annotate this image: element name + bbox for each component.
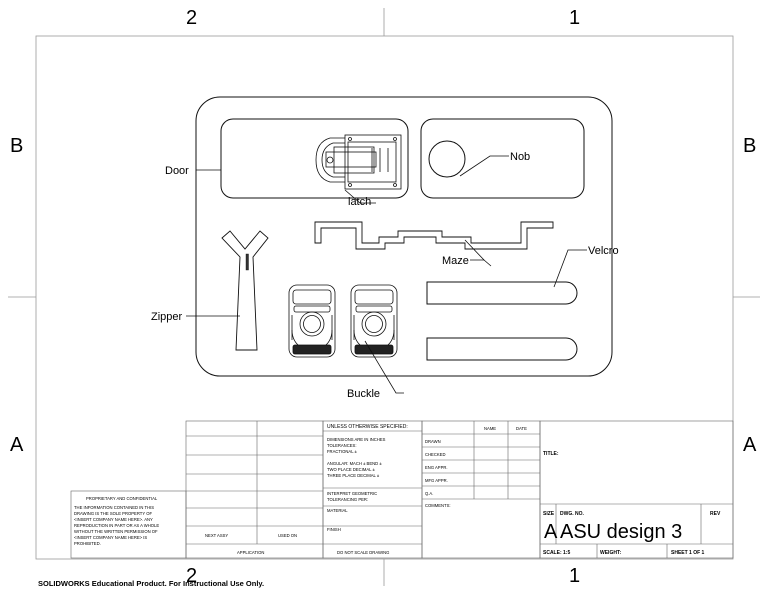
tb-qa: Q.A.	[425, 491, 433, 496]
tb-dims-4: ANGULAR: MACH ± BEND ±	[327, 461, 382, 466]
tb-dims-2: TOLERANCES:	[327, 443, 356, 448]
tb-checked: CHECKED	[425, 452, 445, 457]
tb-sheet: SHEET 1 OF 1	[671, 550, 705, 556]
tb-do-not-scale: DO NOT SCALE DRAWING	[337, 550, 389, 555]
tb-used-on: USED ON	[278, 533, 297, 538]
tb-proprietary-line-5: WITHOUT THE WRITTEN PERMISSION OF	[74, 529, 158, 534]
tb-drawn: DRAWN	[425, 439, 441, 444]
tb-finish: FINISH	[327, 527, 341, 532]
tb-eng-appr: ENG APPR.	[425, 465, 448, 470]
tb-interpret-1: INTERPRET GEOMETRIC	[327, 491, 377, 496]
callout-nob: Nob	[510, 151, 530, 163]
tb-dims-3: FRACTIONAL ±	[327, 449, 358, 454]
door-pocket	[220, 118, 409, 199]
nob-pocket	[420, 118, 585, 199]
tb-date-header: DATE	[516, 426, 527, 431]
title-block-grid	[70, 420, 734, 559]
tb-interpret-2: TOLERANCING PER:	[327, 497, 368, 502]
zipper-drawing	[221, 230, 269, 351]
callout-maze: Maze	[442, 255, 469, 267]
velcro-slot-bottom	[426, 337, 578, 361]
tb-proprietary-line-4: REPRODUCTION IN PART OR AS A WHOLE	[74, 523, 159, 528]
tb-next-assy: NEXT ASSY	[205, 533, 228, 538]
tray-part	[195, 96, 613, 377]
zone-label-right-a: A	[743, 434, 757, 456]
tb-name-header: NAME	[484, 426, 496, 431]
nob-drawing	[428, 140, 466, 178]
maze-drawing	[314, 221, 554, 250]
tb-dwg-no-value: ASU design 3	[560, 521, 682, 543]
zone-label-top-2: 2	[186, 7, 197, 29]
callout-zipper: Zipper	[151, 311, 183, 323]
tb-proprietary-line-6: <INSERT COMPANY NAME HERE> IS	[74, 535, 147, 540]
tb-proprietary-line-7: PROHIBITED.	[74, 541, 101, 546]
zone-label-bottom-2: 2	[186, 565, 197, 587]
callout-buckle: Buckle	[347, 388, 380, 400]
zone-label-left-a: A	[10, 434, 24, 456]
tb-title-label: TITLE:	[543, 451, 559, 457]
tb-unless: UNLESS OTHERWISE SPECIFIED:	[327, 424, 408, 430]
tb-size-label: SIZE	[543, 511, 555, 517]
tb-application: APPLICATION	[237, 550, 264, 555]
zone-label-left-b: B	[10, 135, 23, 157]
tb-dwg-no-label: DWG. NO.	[560, 511, 584, 517]
tb-material: MATERIAL	[327, 508, 348, 513]
zone-label-top-1: 1	[569, 7, 580, 29]
tb-proprietary-line-3: <INSERT COMPANY NAME HERE>. ANY	[74, 517, 153, 522]
educational-watermark: SOLIDWORKS Educational Product. For Inst…	[38, 579, 265, 588]
tb-weight: WEIGHT:	[600, 550, 621, 556]
buckle-left	[288, 284, 336, 358]
tb-dims-1: DIMENSIONS ARE IN INCHES	[327, 437, 386, 442]
tb-mfg-appr: MFG APPR.	[425, 478, 448, 483]
callout-door: Door	[165, 165, 189, 177]
tb-scale: SCALE: 1:5	[543, 550, 570, 556]
tb-proprietary-title: PROPRIETARY AND CONFIDENTIAL	[86, 496, 158, 501]
latch-drawing	[315, 134, 402, 190]
buckle-right	[350, 284, 398, 358]
tb-proprietary-line-2: DRAWING IS THE SOLE PROPERTY OF	[74, 511, 152, 516]
tb-comments: COMMENTS:	[425, 503, 451, 508]
tb-dims-5: TWO PLACE DECIMAL ±	[327, 467, 375, 472]
callout-velcro: Velcro	[588, 245, 619, 257]
callout-leaders	[186, 155, 587, 394]
zone-label-bottom-1: 1	[569, 565, 580, 587]
tb-size-value: A	[544, 521, 558, 543]
tb-proprietary-line-1: THE INFORMATION CONTAINED IN THIS	[74, 505, 154, 510]
tb-rev-label: REV	[710, 511, 721, 517]
tb-dims-6: THREE PLACE DECIMAL ±	[327, 473, 380, 478]
sheet-border	[8, 8, 760, 586]
velcro-slot-top	[426, 281, 578, 305]
callout-latch: latch	[348, 196, 371, 208]
zone-label-right-b: B	[743, 135, 756, 157]
